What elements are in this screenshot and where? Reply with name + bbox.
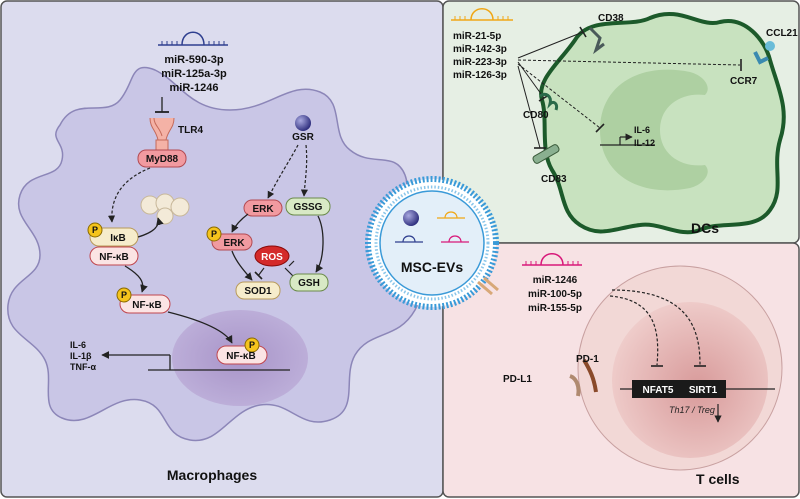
tcells-title: T cells (696, 471, 740, 487)
mirna-glyph-macrophage (158, 31, 228, 46)
mirna-glyph-dc (451, 8, 513, 21)
dcs-title: DCs (691, 220, 719, 236)
ros-node (254, 245, 290, 267)
gssg-node (285, 197, 331, 216)
cd83-receptor (532, 144, 560, 164)
nfkb-p-2: P (121, 290, 127, 300)
erk-p: P (211, 229, 217, 239)
msc-evs-title: MSC-EVs (401, 259, 463, 275)
nfkb-label-1: NF-κB (99, 252, 128, 263)
mac-cytokine-2: IL-1β (70, 351, 92, 361)
gsr-label: GSR (292, 132, 314, 143)
nfkb-phospho-node (116, 287, 171, 314)
macrophage-cell (7, 66, 422, 442)
dc-cell (539, 12, 786, 235)
tlr4-label: TLR4 (178, 125, 203, 136)
ikb-label: IκB (110, 233, 126, 244)
sirt1-box (680, 380, 726, 398)
mac-mirna-3: miR-1246 (170, 82, 219, 94)
nfat5-label: NFAT5 (643, 385, 674, 396)
erk-label-2: ERK (223, 238, 245, 249)
gsr-ball (295, 115, 311, 131)
nfkb-p-3: P (249, 340, 255, 350)
sod1-node (235, 281, 281, 300)
tcell-mirna-3: miR-155-5p (528, 303, 582, 314)
cd83-label: CD83 (541, 174, 567, 185)
sod1-label: SOD1 (244, 286, 272, 297)
tcell-mirna-2: miR-100-5p (528, 289, 582, 300)
cd80-receptor (539, 92, 558, 111)
tlr4-receptor (149, 117, 175, 151)
tcell-mirna-1: miR-1246 (533, 275, 578, 286)
th17-label: Th17 / Treg (669, 405, 715, 415)
dc-panel (442, 0, 800, 244)
ccr7-receptor (753, 41, 775, 65)
nfkb-label-2: NF-κB (132, 300, 161, 311)
dc-mirna-4: miR-126-3p (453, 70, 507, 81)
gsh-node (289, 273, 329, 292)
pd1-pdl1-pair (569, 358, 598, 397)
dc-cytokine-2: IL-12 (634, 138, 655, 148)
msc-ev-vesicle (365, 176, 499, 310)
nfkb-nuclear-node (216, 337, 268, 365)
nfat5-box (632, 380, 684, 398)
ros-label: ROS (261, 252, 283, 263)
sirt1-label: SIRT1 (689, 385, 718, 396)
myd88-node (137, 149, 187, 168)
ikb-p: P (92, 225, 98, 235)
mac-cytokine-1: IL-6 (70, 340, 86, 350)
pdl1-label: PD-L1 (503, 374, 532, 385)
cd38-receptor (588, 26, 605, 55)
erk-node-2 (206, 226, 253, 251)
cd80-label: CD80 (523, 110, 549, 121)
mac-mirna-1: miR-590-3p (164, 54, 224, 66)
mirna-glyph-tcell (522, 253, 582, 266)
dc-mirna-1: miR-21-5p (453, 31, 501, 42)
dc-cytokine-1: IL-6 (634, 125, 650, 135)
erk-node-1 (243, 199, 283, 217)
dc-nucleus (600, 69, 708, 191)
gsh-label: GSH (298, 278, 320, 289)
gssg-label: GSSG (294, 202, 323, 213)
ccr7-label: CCR7 (730, 76, 758, 87)
mac-mirna-2: miR-125a-3p (161, 68, 227, 80)
ccl21-label: CCL21 (766, 28, 798, 39)
cd38-label: CD38 (598, 13, 624, 24)
nfkb-label-3: NF-κB (226, 351, 255, 362)
erk-label-1: ERK (252, 204, 274, 215)
mac-cytokine-3: TNF-α (70, 362, 96, 372)
pd1-label: PD-1 (576, 354, 599, 365)
dc-mirna-2: miR-142-3p (453, 44, 507, 55)
tcell-panel (442, 242, 800, 498)
ikb-nfkb-complex (87, 222, 139, 266)
macrophages-title: Macrophages (167, 467, 257, 483)
dc-mirna-3: miR-223-3p (453, 57, 507, 68)
proteasome-icon (140, 193, 190, 225)
myd88-label: MyD88 (146, 154, 179, 165)
